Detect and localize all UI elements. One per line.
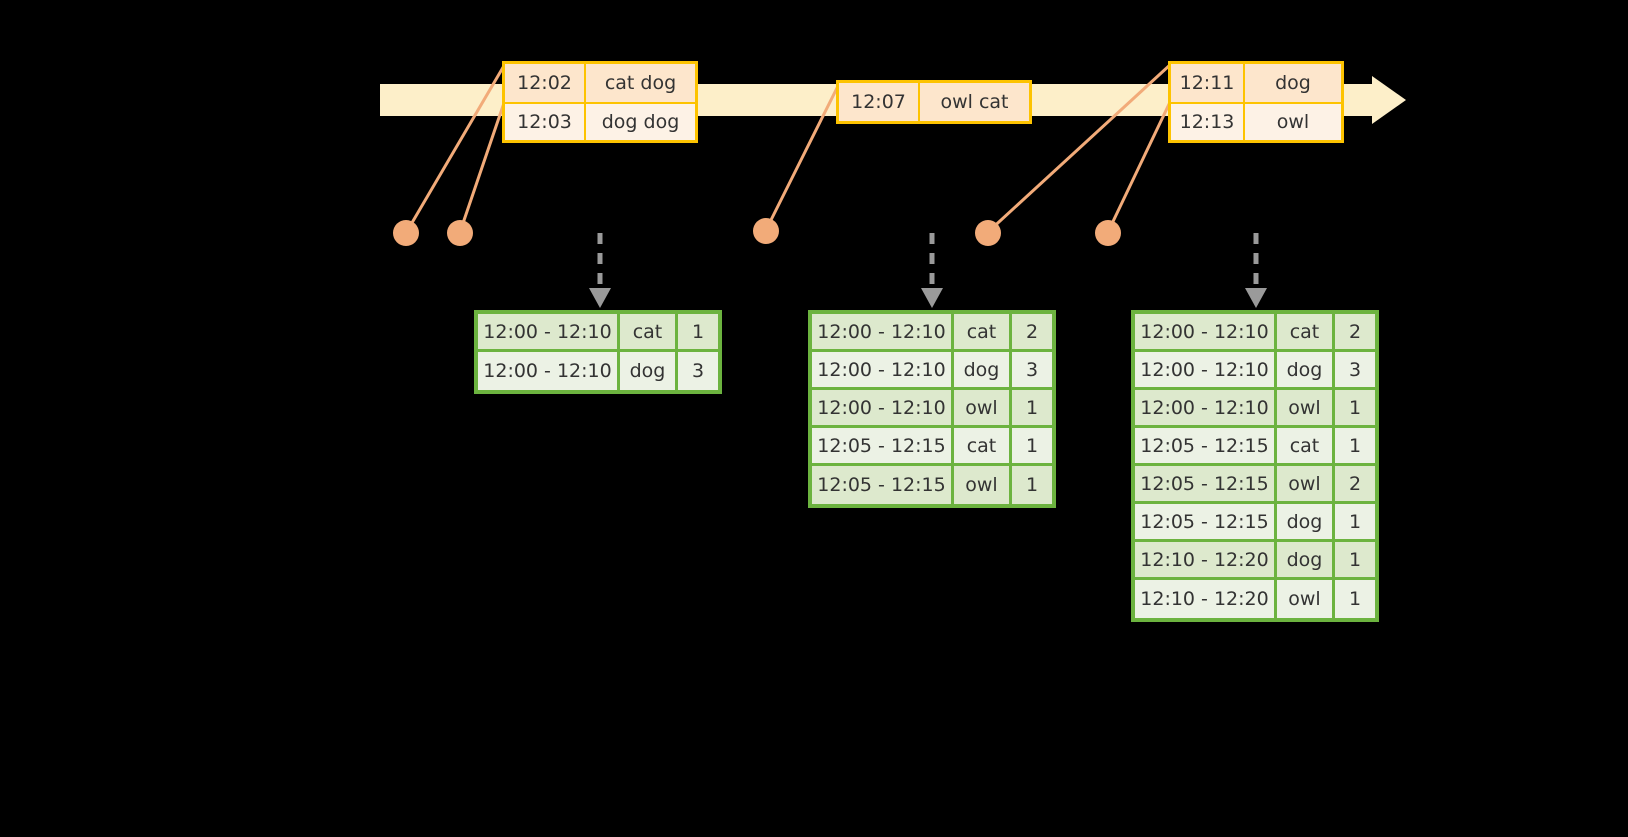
cell-key: owl xyxy=(954,466,1012,504)
event-dot-icon xyxy=(753,218,779,244)
cell-key: cat xyxy=(1277,428,1335,466)
cell-count: 3 xyxy=(691,360,705,382)
cell-key: cat xyxy=(620,314,678,352)
cell-window: 12:10 - 12:20 xyxy=(1135,580,1277,618)
cell-count: 1 xyxy=(1348,588,1362,610)
event-group-2[interactable]: 12:11 dog 12:13 owl xyxy=(1168,61,1344,143)
cell-count: 1 xyxy=(1025,474,1039,496)
event-time: 12:03 xyxy=(505,104,586,140)
event-dot-icon xyxy=(975,220,1001,246)
event-group-0[interactable]: 12:02 cat dog 12:03 dog dog xyxy=(502,61,698,143)
cell-count: 1 xyxy=(1335,504,1375,542)
cell-window: 12:00 - 12:10 xyxy=(812,314,954,352)
arrow-head-icon xyxy=(589,288,611,308)
cell-count: 1 xyxy=(1335,390,1375,428)
cell-window: 12:00 - 12:10 xyxy=(812,390,954,428)
cell-window: 12:05 - 12:15 xyxy=(1135,466,1277,504)
cell-key: dog xyxy=(620,352,678,390)
event-row[interactable]: 12:02 cat dog xyxy=(505,64,695,102)
connector-line-4 xyxy=(1106,99,1173,233)
arrow-head-icon xyxy=(1245,288,1267,308)
event-text: dog dog xyxy=(601,111,680,133)
cell-count: 2 xyxy=(1335,314,1375,352)
cell-key: owl xyxy=(954,390,1012,428)
event-row[interactable]: 12:07 owl cat xyxy=(839,83,1029,121)
event-text: owl cat xyxy=(940,91,1009,113)
cell-count: 3 xyxy=(1335,352,1375,390)
cell-count: 1 xyxy=(1335,542,1375,580)
cell-key: dog xyxy=(1277,352,1335,390)
event-time: 12:07 xyxy=(839,83,920,121)
cell-key: dog xyxy=(954,352,1012,390)
cell-key: cat xyxy=(1277,314,1335,352)
cell-window: 12:00 - 12:10 xyxy=(478,314,620,352)
cell-window: 12:00 - 12:10 xyxy=(1135,314,1277,352)
cell-window: 12:00 - 12:10 xyxy=(478,352,620,390)
cell-window: 12:00 - 12:10 xyxy=(812,352,954,390)
event-dot-icon xyxy=(1095,220,1121,246)
cell-key: owl xyxy=(1277,580,1335,618)
cell-key: owl xyxy=(1277,390,1335,428)
event-dot-icon xyxy=(393,220,419,246)
arrow-head-icon xyxy=(921,288,943,308)
event-row[interactable]: 12:11 dog xyxy=(1171,64,1341,102)
event-time: 12:11 xyxy=(1171,64,1245,102)
cell-key: cat xyxy=(954,428,1012,466)
cell-window: 12:05 - 12:15 xyxy=(812,466,954,504)
cell-count: 1 xyxy=(1335,428,1375,466)
cell-window: 12:00 - 12:10 xyxy=(1135,390,1277,428)
cell-count: 2 xyxy=(1012,314,1052,352)
event-row[interactable]: 12:13 owl xyxy=(1171,102,1341,140)
cell-key: cat xyxy=(954,314,1012,352)
cell-window: 12:10 - 12:20 xyxy=(1135,542,1277,580)
event-row[interactable]: 12:03 dog dog xyxy=(505,102,695,140)
event-time: 12:02 xyxy=(505,64,586,102)
event-text: cat dog xyxy=(604,72,677,94)
event-dot-icon xyxy=(447,220,473,246)
cell-key: dog xyxy=(1277,542,1335,580)
event-time: 12:13 xyxy=(1171,104,1245,140)
event-group-1[interactable]: 12:07 owl cat xyxy=(836,80,1032,124)
cell-count: 1 xyxy=(678,314,718,352)
event-text: owl xyxy=(1276,111,1310,133)
cell-window: 12:05 - 12:15 xyxy=(1135,428,1277,466)
cell-count: 1 xyxy=(1012,428,1052,466)
cell-key: dog xyxy=(1277,504,1335,542)
cell-count: 3 xyxy=(1012,352,1052,390)
cell-window: 12:05 - 12:15 xyxy=(1135,504,1277,542)
connector-line-1 xyxy=(458,99,507,233)
cell-count: 2 xyxy=(1335,466,1375,504)
timeline-arrow-right-icon xyxy=(1372,76,1406,124)
event-text: dog xyxy=(1275,72,1311,94)
cell-window: 12:00 - 12:10 xyxy=(1135,352,1277,390)
cell-window: 12:05 - 12:15 xyxy=(812,428,954,466)
cell-key: owl xyxy=(1277,466,1335,504)
cell-count: 1 xyxy=(1012,390,1052,428)
